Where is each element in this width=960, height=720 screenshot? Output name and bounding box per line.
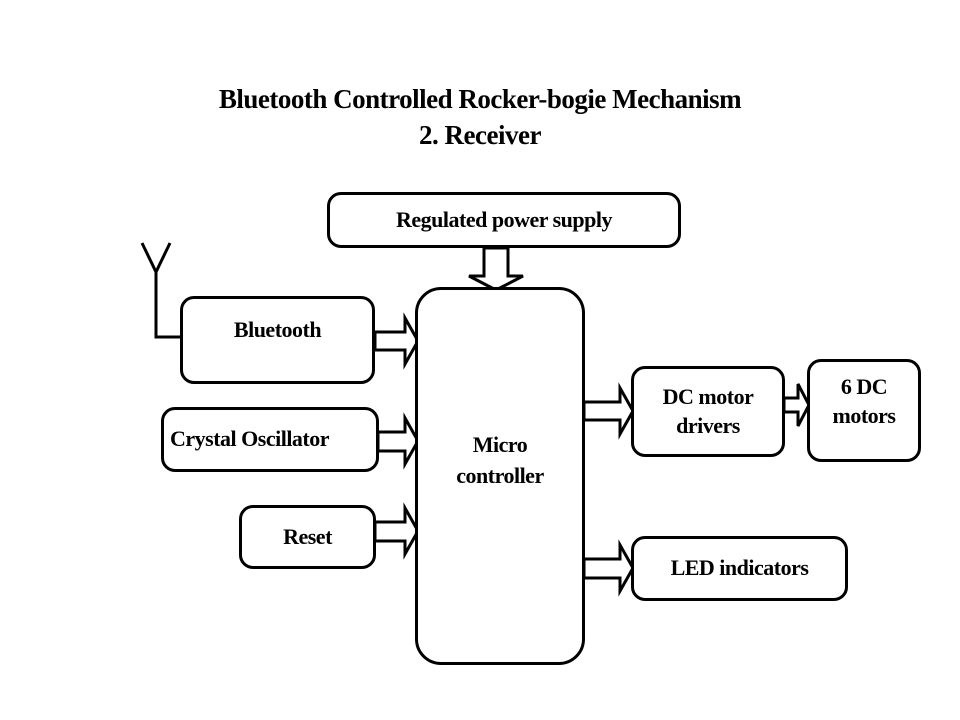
block-label-line2: drivers: [676, 412, 740, 438]
block-label: Bluetooth: [233, 317, 322, 342]
block-label-line1: 6 DC: [840, 373, 888, 399]
diagram-title: Bluetooth Controlled Rocker-bogie Mechan…: [218, 84, 742, 114]
block-regulated-power-supply: Regulated power supply: [327, 192, 681, 248]
block-dc-motor-drivers: DC motor drivers: [631, 366, 785, 457]
block-bluetooth: Bluetooth: [180, 296, 375, 384]
arrow-mcu-to-led: [582, 539, 635, 597]
block-label-line2: motors: [832, 402, 896, 428]
block-label-line2: controller: [456, 463, 544, 488]
antenna-icon: [140, 242, 181, 339]
block-crystal-oscillator: Crystal Oscillator: [161, 407, 379, 472]
arrow-mcu-to-drivers: [582, 382, 635, 440]
diagram-subtitle: 2. Receiver: [419, 120, 541, 150]
block-reset: Reset: [239, 505, 376, 569]
arrow-bluetooth-to-mcu: [373, 312, 420, 370]
block-6-dc-motors: 6 DC motors: [807, 359, 921, 462]
block-led-indicators: LED indicators: [631, 536, 848, 601]
block-label-line1: DC motor: [662, 383, 754, 409]
block-microcontroller: Micro controller: [415, 287, 585, 665]
block-label: Crystal Oscillator: [170, 426, 330, 452]
arrow-reset-to-mcu: [373, 502, 420, 560]
arrow-drivers-to-motors: [782, 383, 811, 427]
block-label: LED indicators: [670, 555, 809, 581]
block-label: Reset: [283, 523, 332, 549]
arrow-power-to-mcu: [468, 246, 524, 292]
arrow-crystal-to-mcu: [376, 412, 420, 470]
block-label-line1: Micro: [472, 432, 528, 458]
block-label: Regulated power supply: [396, 206, 612, 232]
